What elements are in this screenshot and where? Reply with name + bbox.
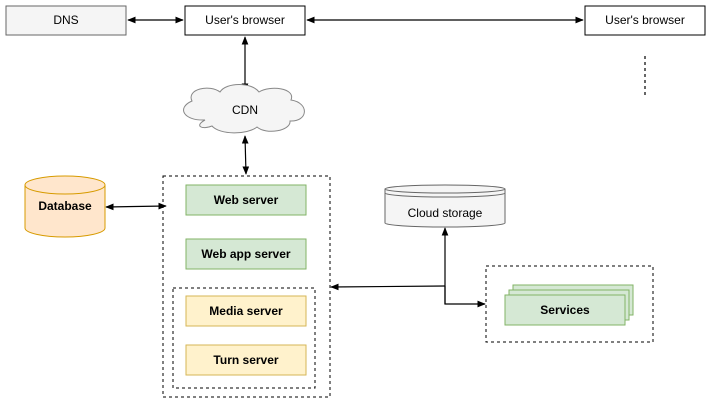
dns-node[interactable]: DNS — [5, 5, 127, 36]
turn-server-node[interactable]: Turn server — [185, 344, 307, 376]
services-label: Services — [540, 303, 590, 317]
edge-junction-services — [444, 286, 486, 308]
edge-storage-servers — [330, 283, 446, 291]
web-server-node[interactable]: Web server — [185, 184, 307, 216]
connectors — [105, 16, 646, 308]
services-stack-front — [504, 294, 626, 326]
cloud-storage-label: Cloud storage — [408, 206, 483, 220]
browser-node-right[interactable]: User's browser — [584, 5, 706, 36]
services-node[interactable]: Services — [504, 284, 634, 326]
database-label: Database — [38, 199, 92, 213]
media-group — [172, 287, 316, 389]
edge-database-servers — [105, 202, 167, 211]
cloud-icon — [183, 84, 305, 134]
web-app-server-node[interactable]: Web app server — [185, 238, 307, 270]
cdn-label: CDN — [232, 103, 258, 117]
web-app-server-label: Web app server — [201, 247, 290, 261]
cloud-storage-node[interactable]: Cloud storage — [384, 184, 506, 228]
cdn-node[interactable]: CDN — [183, 84, 305, 134]
turn-server-label: Turn server — [213, 353, 278, 367]
database-node[interactable]: Database — [24, 175, 106, 238]
browser-right-label: User's browser — [605, 13, 685, 27]
edge-cdn-servers — [241, 135, 250, 175]
media-server-node[interactable]: Media server — [185, 295, 307, 327]
media-server-label: Media server — [209, 304, 283, 318]
browser-node-left[interactable]: User's browser — [184, 5, 306, 36]
server-group — [162, 175, 331, 398]
web-server-label: Web server — [214, 193, 279, 207]
browser-left-label: User's browser — [205, 13, 285, 27]
dns-label: DNS — [53, 13, 78, 27]
services-group — [485, 265, 654, 343]
